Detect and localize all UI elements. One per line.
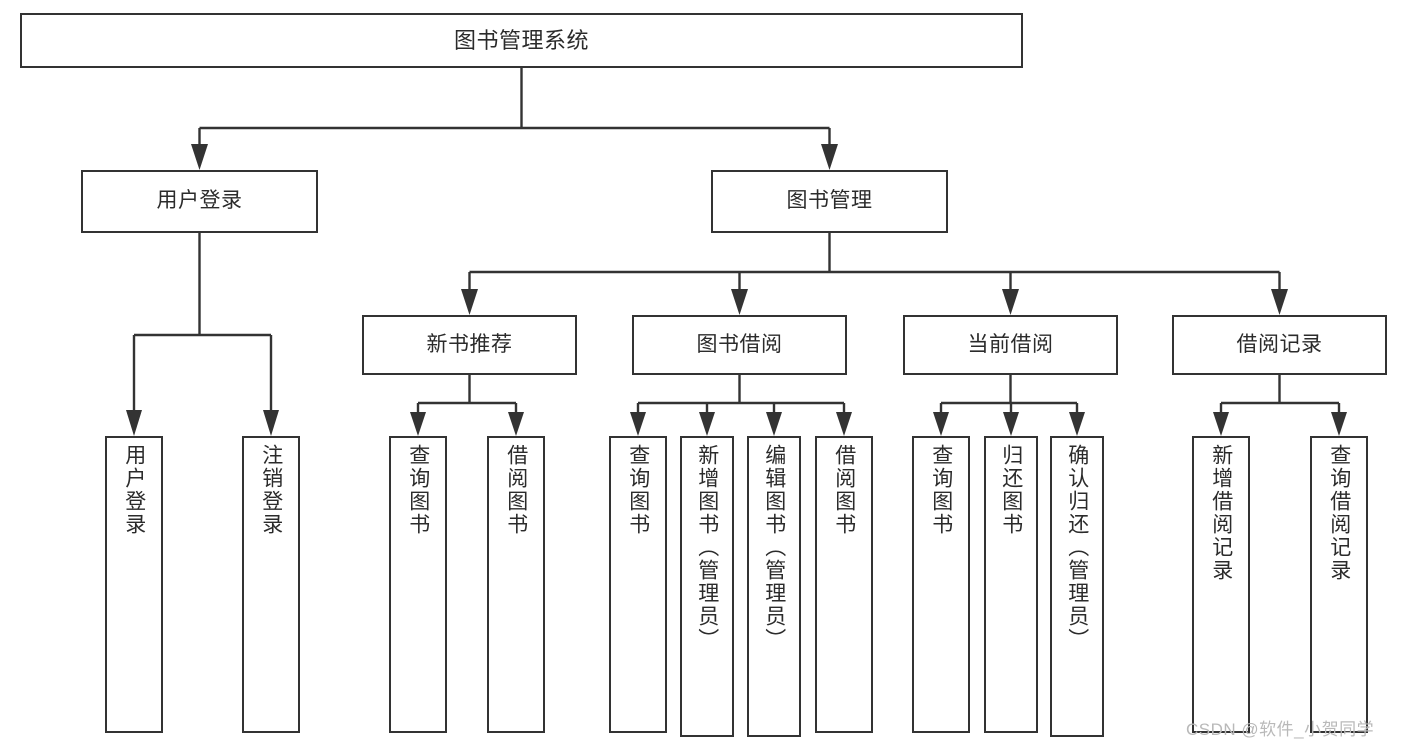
arrowhead-book-borrow [731,289,748,315]
node-leaf-borrow-book-2[interactable]: 借阅图书 [815,436,873,733]
node-book-manage[interactable]: 图书管理 [711,170,948,233]
node-leaf-confirm-return[interactable]: 确认归还（管理员） [1050,436,1104,737]
node-leaf-query-borrow-record-label: 查询借阅记录 [1327,444,1351,582]
node-leaf-edit-book[interactable]: 编辑图书（管理员） [747,436,801,737]
arrowhead-leaf-borrow-book-1 [508,412,524,436]
arrowhead-leaf-query-book-2 [630,412,646,436]
node-new-book-recommendation-label: 新书推荐 [426,332,513,356]
node-user-login-label: 用户登录 [156,189,243,213]
node-leaf-add-borrow-record-label: 新增借阅记录 [1209,444,1233,582]
node-leaf-borrow-book-1-label: 借阅图书 [504,444,528,536]
node-leaf-return-book[interactable]: 归还图书 [984,436,1038,733]
node-leaf-query-book-3[interactable]: 查询图书 [912,436,970,733]
node-leaf-borrow-book-1[interactable]: 借阅图书 [487,436,545,733]
node-current-borrow[interactable]: 当前借阅 [903,315,1118,375]
node-new-book-recommendation[interactable]: 新书推荐 [362,315,577,375]
csdn-watermark: CSDN @软件_小贺同学 [1186,720,1375,739]
node-leaf-edit-book-label: 编辑图书（管理员） [762,444,786,651]
node-current-borrow-label: 当前借阅 [967,332,1054,356]
node-leaf-confirm-return-label: 确认归还（管理员） [1065,444,1089,651]
arrowhead-user-login [191,144,208,170]
node-leaf-user-logout-label: 注销登录 [259,444,283,536]
node-leaf-add-borrow-record[interactable]: 新增借阅记录 [1192,436,1250,733]
node-leaf-user-logout[interactable]: 注销登录 [242,436,300,733]
node-root[interactable]: 图书管理系统 [20,13,1023,68]
arrowhead-leaf-user-login [126,410,142,436]
node-book-manage-label: 图书管理 [786,189,873,213]
node-leaf-return-book-label: 归还图书 [999,444,1023,536]
arrowhead-leaf-edit-book [766,412,782,436]
node-leaf-query-book-2[interactable]: 查询图书 [609,436,667,733]
arrowhead-borrow-record [1271,289,1288,315]
node-leaf-query-book-1-label: 查询图书 [406,444,430,536]
arrowhead-current-borrow [1002,289,1019,315]
arrowhead-leaf-borrow-book-2 [836,412,852,436]
arrowhead-leaf-query-book-1 [410,412,426,436]
node-leaf-user-login-label: 用户登录 [122,444,146,536]
node-leaf-borrow-book-2-label: 借阅图书 [832,444,856,536]
arrowhead-book-manage [821,144,838,170]
arrowhead-leaf-query-book-3 [933,412,949,436]
arrowhead-leaf-user-logout [263,410,279,436]
arrowhead-leaf-add-record [1213,412,1229,436]
node-leaf-user-login[interactable]: 用户登录 [105,436,163,733]
node-borrow-record[interactable]: 借阅记录 [1172,315,1387,375]
node-leaf-query-borrow-record[interactable]: 查询借阅记录 [1310,436,1368,733]
node-leaf-query-book-3-label: 查询图书 [929,444,953,536]
node-root-label: 图书管理系统 [453,27,589,53]
arrowhead-leaf-confirm-return [1069,412,1085,436]
arrowhead-leaf-add-book [699,412,715,436]
node-leaf-add-book-label: 新增图书（管理员） [695,444,719,651]
node-book-borrow[interactable]: 图书借阅 [632,315,847,375]
node-leaf-query-book-1[interactable]: 查询图书 [389,436,447,733]
arrowhead-leaf-query-record [1331,412,1347,436]
node-leaf-query-book-2-label: 查询图书 [626,444,650,536]
node-borrow-record-label: 借阅记录 [1236,332,1323,356]
node-book-borrow-label: 图书借阅 [696,332,783,356]
node-leaf-add-book[interactable]: 新增图书（管理员） [680,436,734,737]
arrowhead-leaf-return-book [1003,412,1019,436]
node-user-login[interactable]: 用户登录 [81,170,318,233]
arrowhead-new-book-rec [461,289,478,315]
